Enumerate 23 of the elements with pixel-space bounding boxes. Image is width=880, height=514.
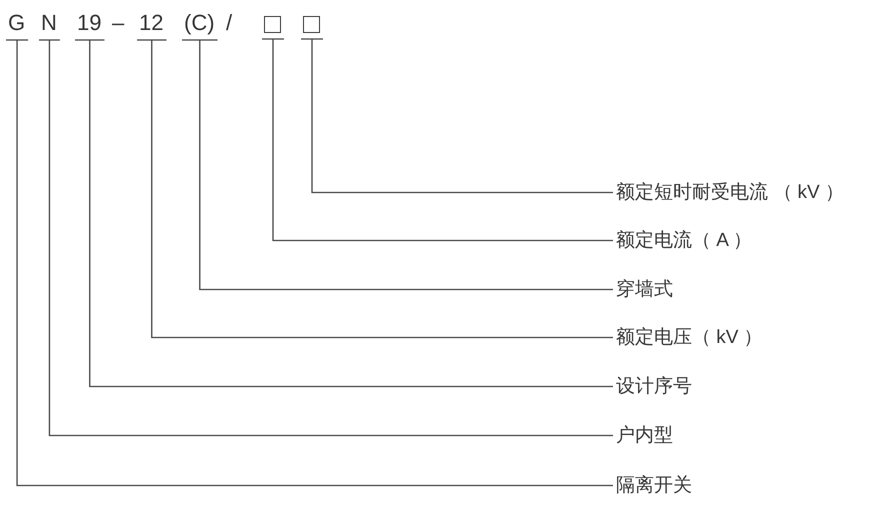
placeholder-square <box>303 16 320 33</box>
leader-line <box>261 38 614 242</box>
leader-line <box>300 38 614 194</box>
meaning-text: 额定短时耐受电流 （ kV ） <box>616 183 844 202</box>
leader-line <box>74 39 614 388</box>
placeholder-square <box>264 16 281 33</box>
code-text: N <box>41 12 57 34</box>
leader-line <box>38 39 614 436</box>
meaning-text: 额定电流（ A ） <box>616 231 752 250</box>
meaning-text: 户内型 <box>616 426 673 445</box>
meaning-text: 隔离开关 <box>616 476 692 495</box>
meaning-text: 设计序号 <box>616 377 692 396</box>
leader-line <box>181 39 614 290</box>
leader-line <box>136 39 614 338</box>
leader-line <box>5 39 614 486</box>
separator-dash: – <box>112 12 124 34</box>
code-text: 19 <box>77 12 102 34</box>
separator-slash: / <box>226 12 232 34</box>
meaning-text: 穿墙式 <box>616 280 673 299</box>
code-text: 12 <box>139 12 164 34</box>
meaning-text: 额定电压（ kV ） <box>616 328 763 347</box>
code-text: G <box>8 12 26 34</box>
code-text: (C) <box>184 12 215 34</box>
